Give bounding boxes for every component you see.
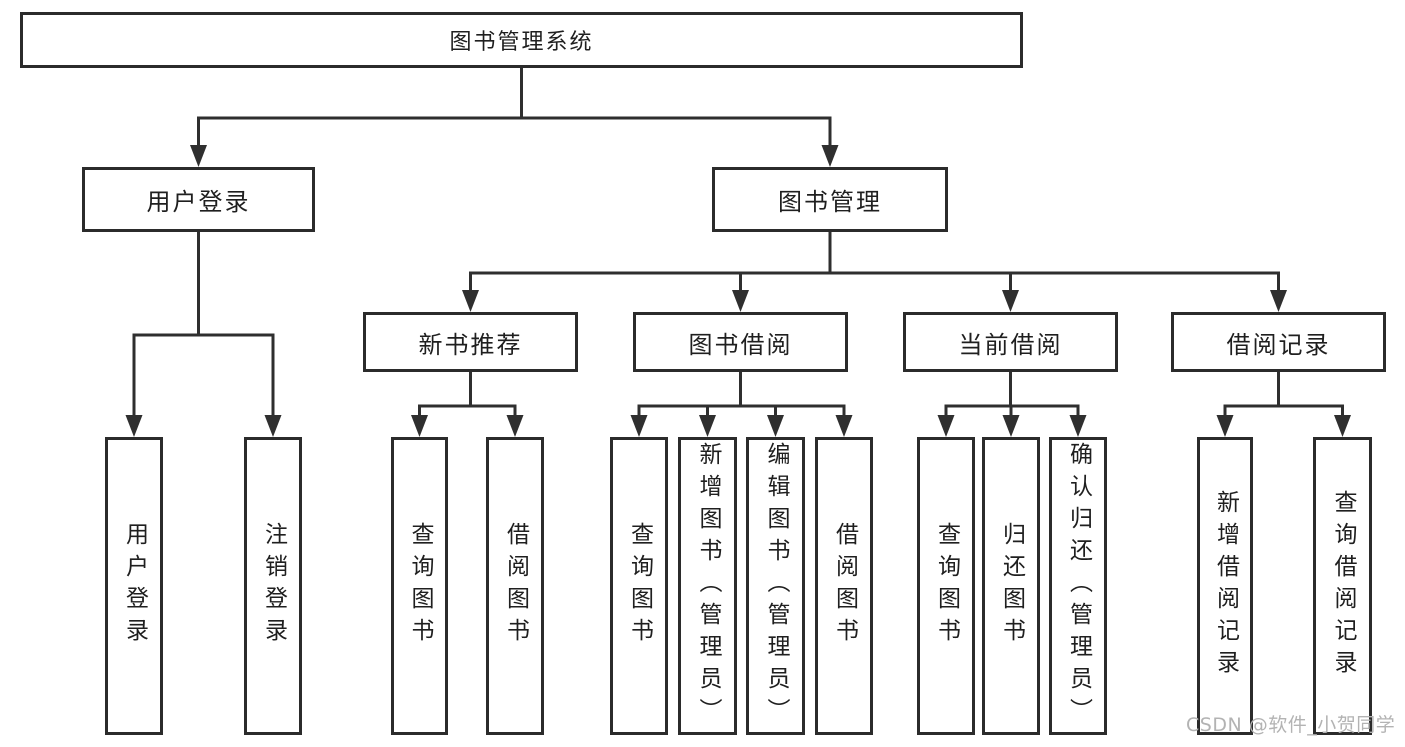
node-user-login-branch: 用户登录: [82, 167, 315, 232]
leaf-add-book-admin: 新增图书（管理员）: [678, 437, 737, 735]
node-label: 当前借阅: [958, 330, 1063, 359]
node-label: 查询图书: [407, 522, 433, 650]
node-label: 图书管理系统: [449, 30, 594, 55]
node-label: 查询借阅记录: [1330, 490, 1356, 682]
node-label: 用户登录: [146, 188, 251, 216]
node-label: 图书管理: [778, 188, 882, 216]
node-label: 确认归还（管理员）: [1065, 442, 1092, 730]
leaf-borrow-books-2: 借阅图书: [815, 437, 873, 735]
node-new-book-recommend: 新书推荐: [363, 312, 578, 372]
node-label: 借阅图书: [831, 522, 858, 650]
node-label: 新增图书（管理员）: [695, 442, 721, 730]
leaf-user-login: 用户登录: [105, 437, 163, 735]
leaf-return-books: 归还图书: [982, 437, 1040, 735]
node-book-borrow: 图书借阅: [633, 312, 848, 372]
node-label: 借阅记录: [1226, 330, 1331, 359]
leaf-logout: 注销登录: [244, 437, 302, 735]
node-library-system: 图书管理系统: [20, 12, 1023, 68]
node-label: 新增借阅记录: [1212, 490, 1239, 682]
leaf-query-books-1: 查询图书: [391, 437, 448, 735]
node-label: 查询图书: [626, 522, 653, 650]
node-book-management: 图书管理: [712, 167, 948, 232]
node-label: 查询图书: [933, 522, 960, 650]
node-label: 编辑图书（管理员）: [763, 442, 789, 730]
leaf-query-books-3: 查询图书: [917, 437, 975, 735]
node-label: 用户登录: [121, 522, 148, 650]
node-label: 归还图书: [998, 522, 1025, 650]
leaf-query-books-2: 查询图书: [610, 437, 668, 735]
leaf-confirm-return-admin: 确认归还（管理员）: [1049, 437, 1107, 735]
leaf-borrow-books-1: 借阅图书: [486, 437, 544, 735]
leaf-query-borrow-record: 查询借阅记录: [1313, 437, 1372, 735]
leaf-add-borrow-record: 新增借阅记录: [1197, 437, 1253, 735]
node-label: 注销登录: [260, 522, 287, 650]
leaf-edit-book-admin: 编辑图书（管理员）: [746, 437, 805, 735]
node-current-borrow: 当前借阅: [903, 312, 1118, 372]
node-label: 借阅图书: [502, 522, 529, 650]
node-borrow-records: 借阅记录: [1171, 312, 1386, 372]
node-label: 新书推荐: [418, 330, 523, 359]
watermark-text: CSDN @软件_小贺同学: [1186, 714, 1396, 736]
node-label: 图书借阅: [688, 330, 793, 359]
